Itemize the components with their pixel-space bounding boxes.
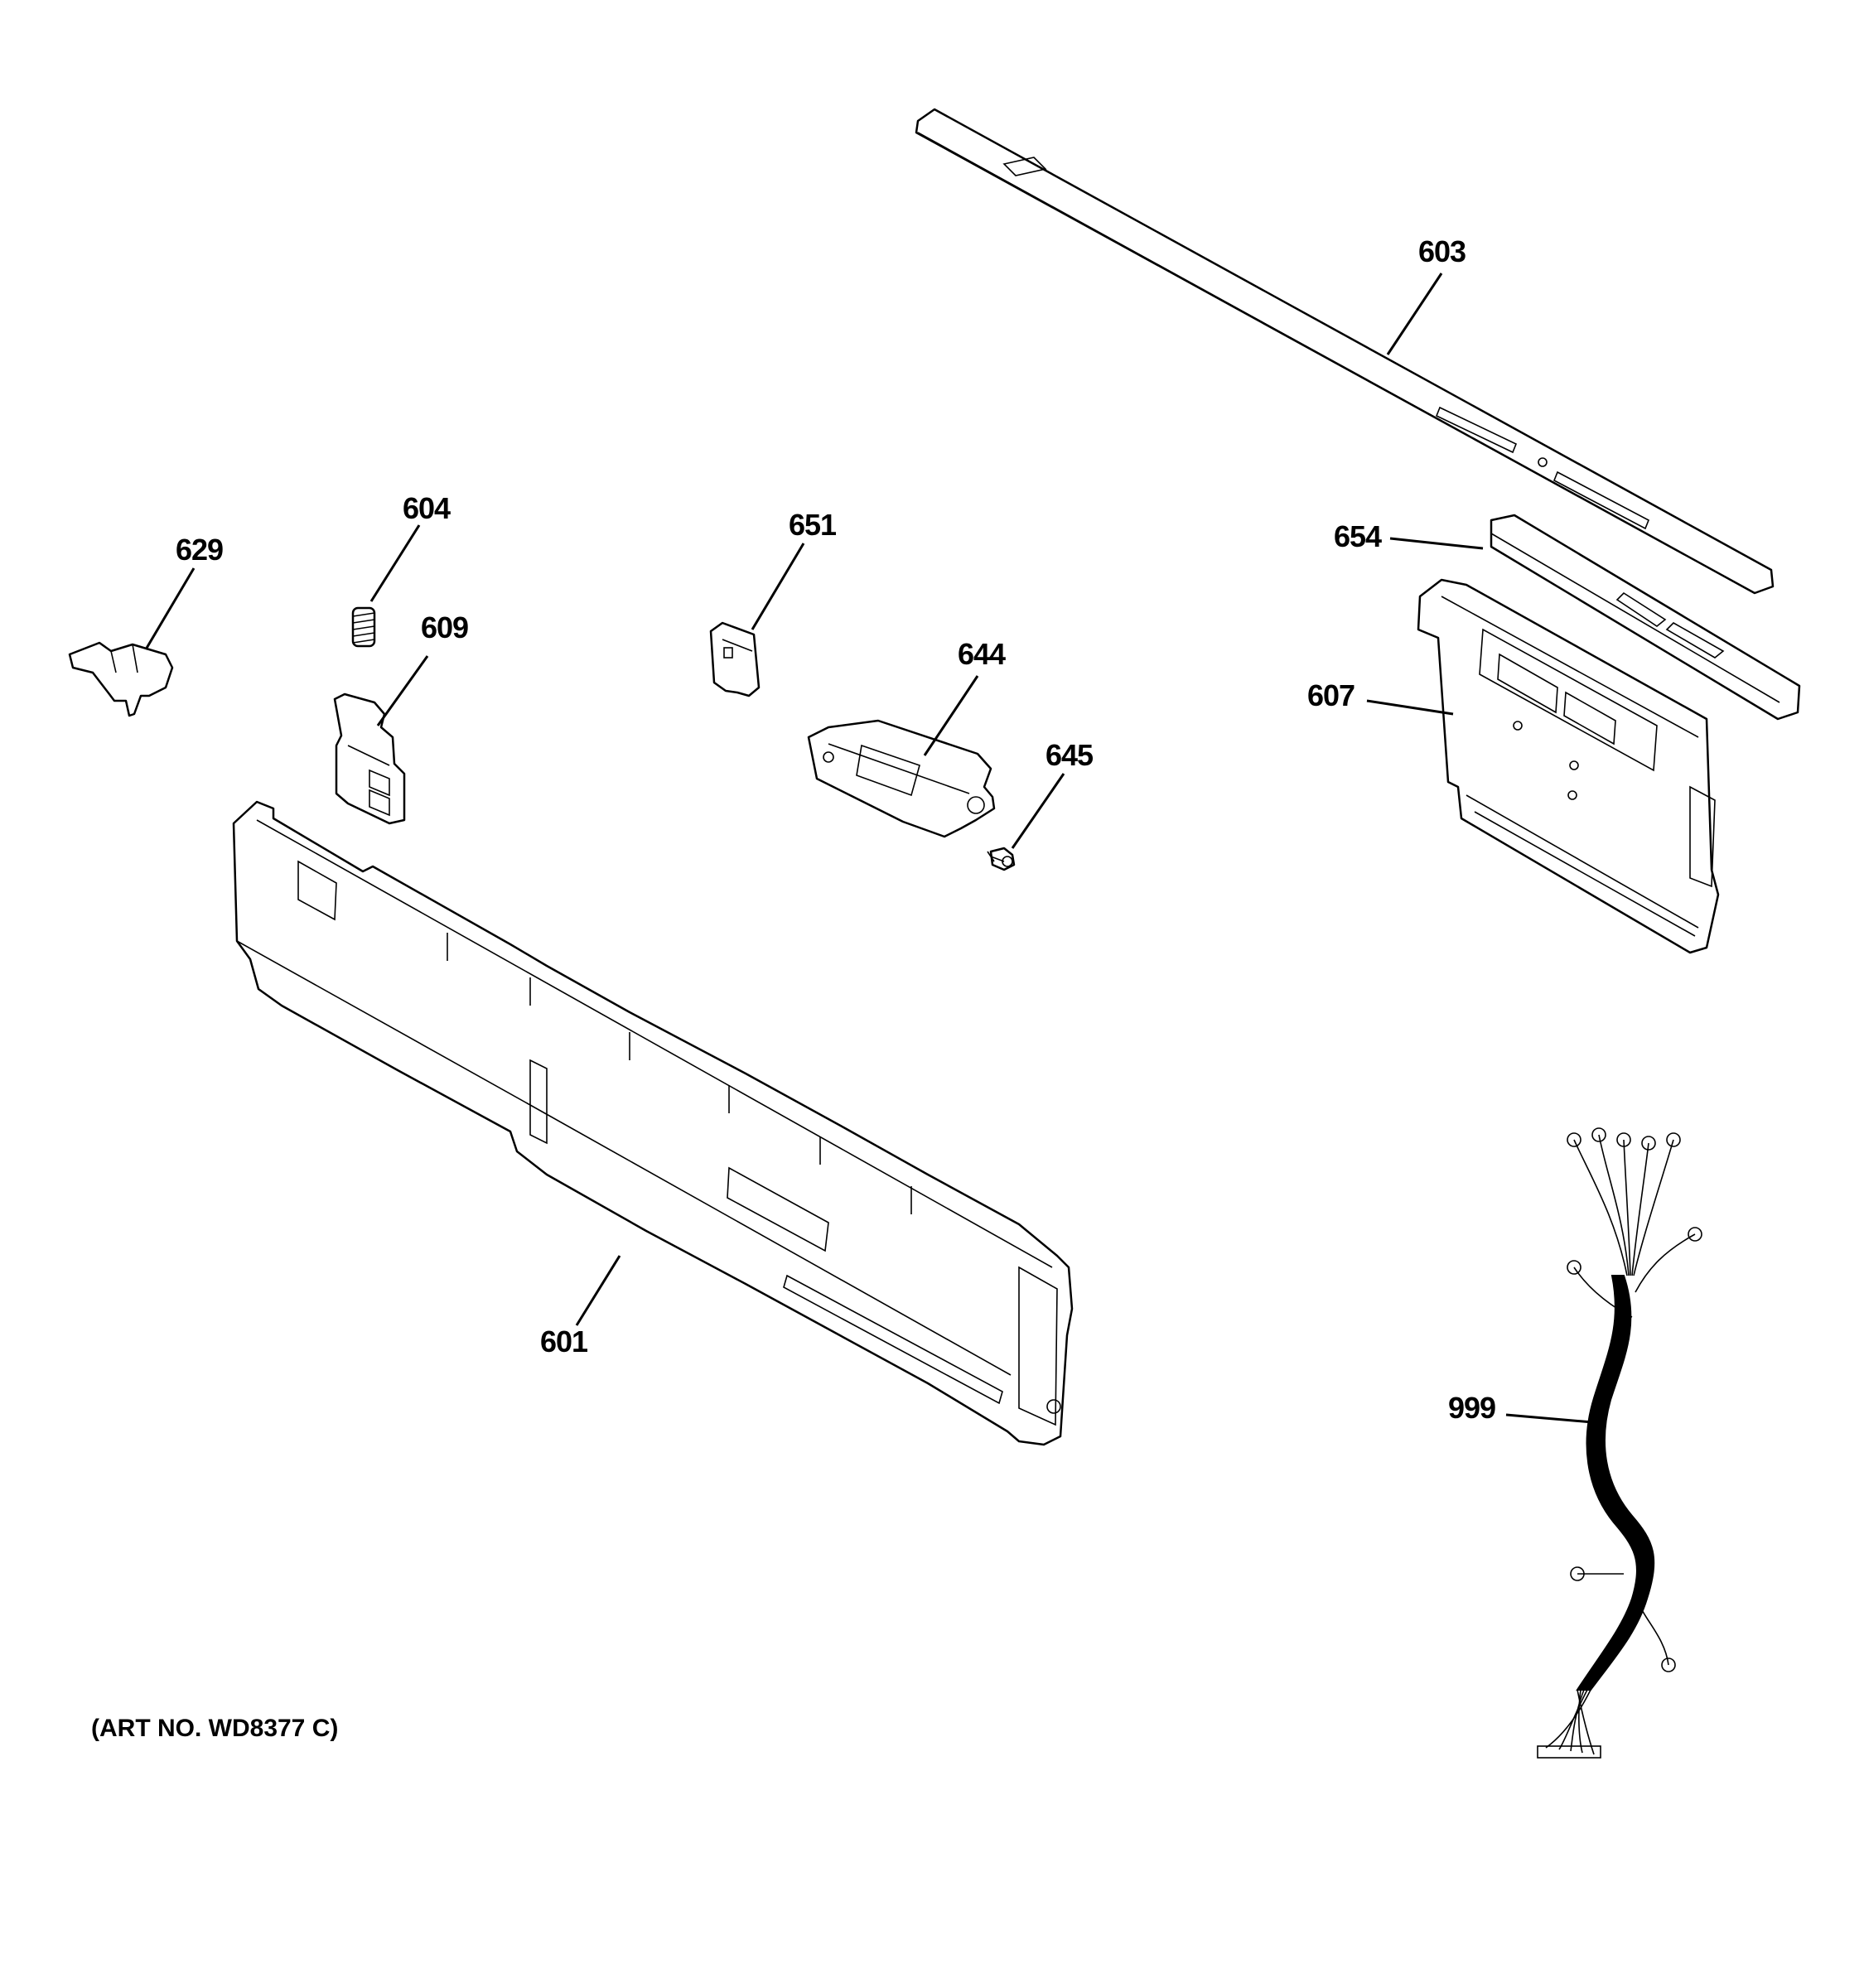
leader-603 — [1386, 273, 1443, 355]
label-604: 604 — [403, 491, 451, 525]
label-629: 629 — [176, 533, 223, 567]
part-607-control-board[interactable] — [1417, 578, 1720, 954]
art-number: (ART NO. WD8377 C) — [91, 1715, 339, 1742]
part-609-switch[interactable] — [333, 692, 406, 825]
leader-654 — [1389, 537, 1484, 550]
part-651-module[interactable] — [709, 621, 761, 697]
leader-651 — [751, 543, 805, 630]
part-645-screw[interactable] — [987, 847, 1016, 871]
leader-999 — [1505, 1413, 1603, 1425]
label-999: 999 — [1448, 1391, 1495, 1425]
label-603: 603 — [1418, 234, 1466, 268]
part-604-spring[interactable] — [351, 606, 376, 648]
leader-601 — [575, 1255, 621, 1326]
leader-604 — [369, 524, 421, 602]
part-999-wire-harness[interactable] — [1537, 1127, 1702, 1759]
label-654: 654 — [1334, 519, 1382, 553]
part-629-latch[interactable] — [68, 641, 174, 717]
label-609: 609 — [421, 610, 468, 644]
part-654-display-bar[interactable] — [1490, 514, 1801, 721]
label-607: 607 — [1307, 678, 1355, 712]
label-601: 601 — [540, 1325, 588, 1358]
leader-645 — [1011, 773, 1065, 849]
leader-629 — [144, 567, 196, 650]
part-644-latch-assembly[interactable] — [807, 719, 996, 838]
leader-607 — [1366, 699, 1454, 716]
part-603-trim-strip[interactable] — [915, 108, 1775, 595]
leader-609 — [376, 655, 429, 726]
label-644: 644 — [958, 637, 1006, 671]
part-601-panel-housing[interactable] — [232, 800, 1074, 1446]
leader-644 — [923, 675, 979, 756]
label-651: 651 — [789, 508, 837, 542]
label-645: 645 — [1045, 738, 1094, 772]
